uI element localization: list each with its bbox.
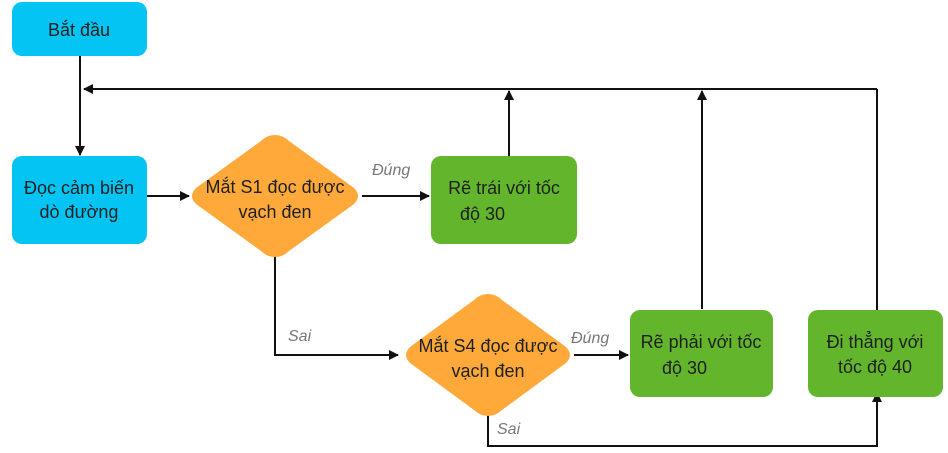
turn-right-node: Rẽ phải với tốc độ 30 (630, 310, 773, 397)
decision-s4-label-line2: vạch đen (451, 361, 524, 381)
edge-s4-false (487, 392, 882, 447)
decision-s4-label-line1: Mắt S4 đọc được (419, 335, 558, 356)
start-node: Bắt đầu (12, 2, 147, 56)
turn-left-label-line1: Rẽ trái với tốc (448, 178, 560, 198)
decision-s1-label-line1: Mắt S1 đọc được (206, 176, 345, 197)
edge-s1-false (274, 249, 399, 360)
edge-label-s1-true: Đúng (372, 162, 410, 179)
connectors (75, 56, 882, 447)
read-sensor-label-line2: dò đường (40, 202, 119, 222)
decision-s1-label-line2: vạch đen (238, 202, 311, 222)
go-straight-label-line2: tốc độ 40 (838, 357, 912, 377)
read-sensor-node: Đọc cảm biến dò đường (12, 156, 147, 244)
go-straight-shape (808, 310, 943, 397)
decision-s1-node: Mắt S1 đọc được vạch đen (192, 135, 358, 257)
go-straight-label-line1: Đi thẳng với (827, 331, 924, 352)
read-sensor-shape (12, 156, 147, 244)
go-straight-node: Đi thẳng với tốc độ 40 (808, 310, 943, 397)
read-sensor-label-line1: Đọc cảm biến (24, 178, 134, 198)
turn-right-shape (630, 310, 773, 397)
turn-right-label-line2: độ 30 (662, 358, 707, 378)
decision-s1-shape (192, 135, 358, 257)
edge-label-s4-false: Sai (497, 421, 521, 438)
decision-s4-node: Mắt S4 đọc được vạch đen (406, 294, 570, 416)
turn-left-label-line2: độ 30 (460, 204, 505, 224)
edge-label-s1-false: Sai (288, 328, 312, 345)
turn-left-node: Rẽ trái với tốc độ 30 (431, 156, 577, 244)
start-shape (12, 2, 147, 56)
turn-right-label-line1: Rẽ phải với tốc (641, 332, 762, 352)
decision-s4-shape (406, 294, 570, 416)
turn-left-shape (431, 156, 577, 244)
edge-label-s4-true: Đúng (571, 330, 609, 347)
start-label: Bắt đầu (48, 19, 110, 40)
